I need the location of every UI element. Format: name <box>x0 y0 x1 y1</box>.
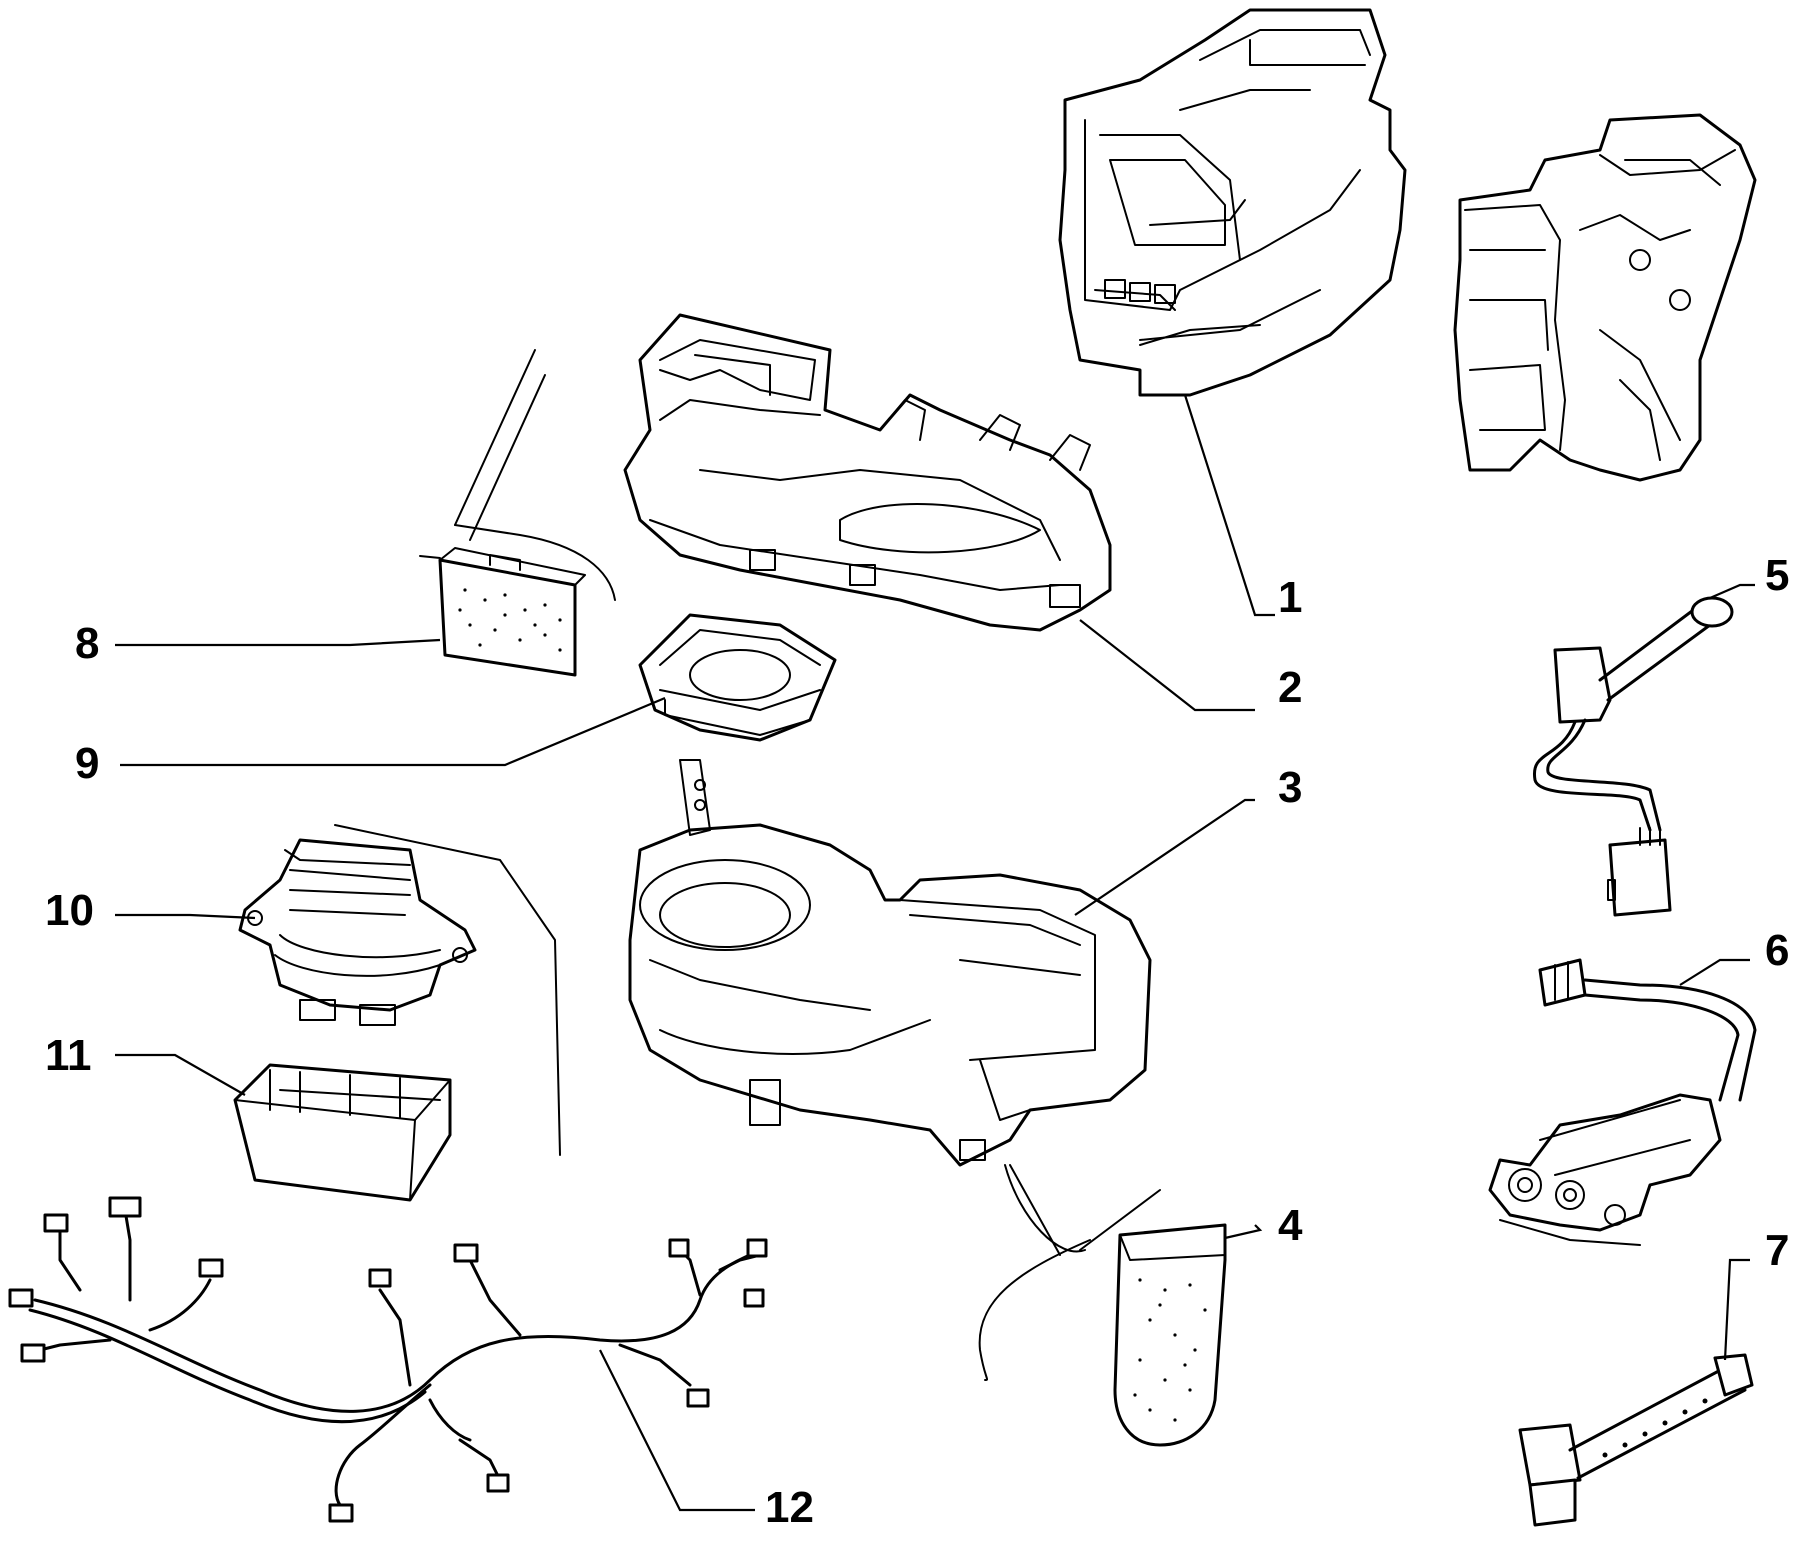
part-1-upper-housing <box>1058 8 1407 397</box>
actuator-block <box>1453 113 1757 482</box>
part-2-middle-housing <box>623 313 1112 632</box>
part-8-filter <box>419 547 586 677</box>
callout-2[interactable]: 2 <box>1278 663 1302 712</box>
part-12-wiring-harness <box>8 1196 768 1523</box>
callout-7[interactable]: 7 <box>1765 1226 1789 1275</box>
callout-3[interactable]: 3 <box>1278 763 1302 812</box>
callout-12[interactable]: 12 <box>765 1483 814 1532</box>
part-7-bar-dots <box>1602 1398 1708 1458</box>
callout-5[interactable]: 5 <box>1765 551 1789 600</box>
part-3-lower-housing <box>628 759 1152 1167</box>
callout-10[interactable]: 10 <box>45 886 94 935</box>
part-9-blower-ring <box>638 613 837 742</box>
part-8-filter-texture <box>458 588 562 652</box>
leader-lines <box>115 394 1755 1512</box>
callout-1[interactable]: 1 <box>1278 573 1302 622</box>
part-12-connectors <box>8 1196 768 1523</box>
part-6-actuator-motor <box>1488 958 1757 1246</box>
callout-9[interactable]: 9 <box>75 739 99 788</box>
callout-labels: 1 2 3 4 5 6 7 8 9 10 11 12 <box>45 551 1789 1532</box>
part-10-resistor-module <box>238 838 477 1026</box>
part-5-sensor <box>1532 596 1734 917</box>
part-11-cover-tray <box>233 1063 452 1202</box>
part-4-foam-pad <box>1113 1223 1227 1447</box>
callout-11[interactable]: 11 <box>45 1031 92 1080</box>
callout-8[interactable]: 8 <box>75 619 99 668</box>
reference-lines <box>334 349 1161 1381</box>
part-4-foam-texture <box>1133 1278 1207 1422</box>
callout-6[interactable]: 6 <box>1765 926 1789 975</box>
callout-4[interactable]: 4 <box>1278 1201 1303 1250</box>
part-7-bar-sensor <box>1518 1353 1754 1527</box>
